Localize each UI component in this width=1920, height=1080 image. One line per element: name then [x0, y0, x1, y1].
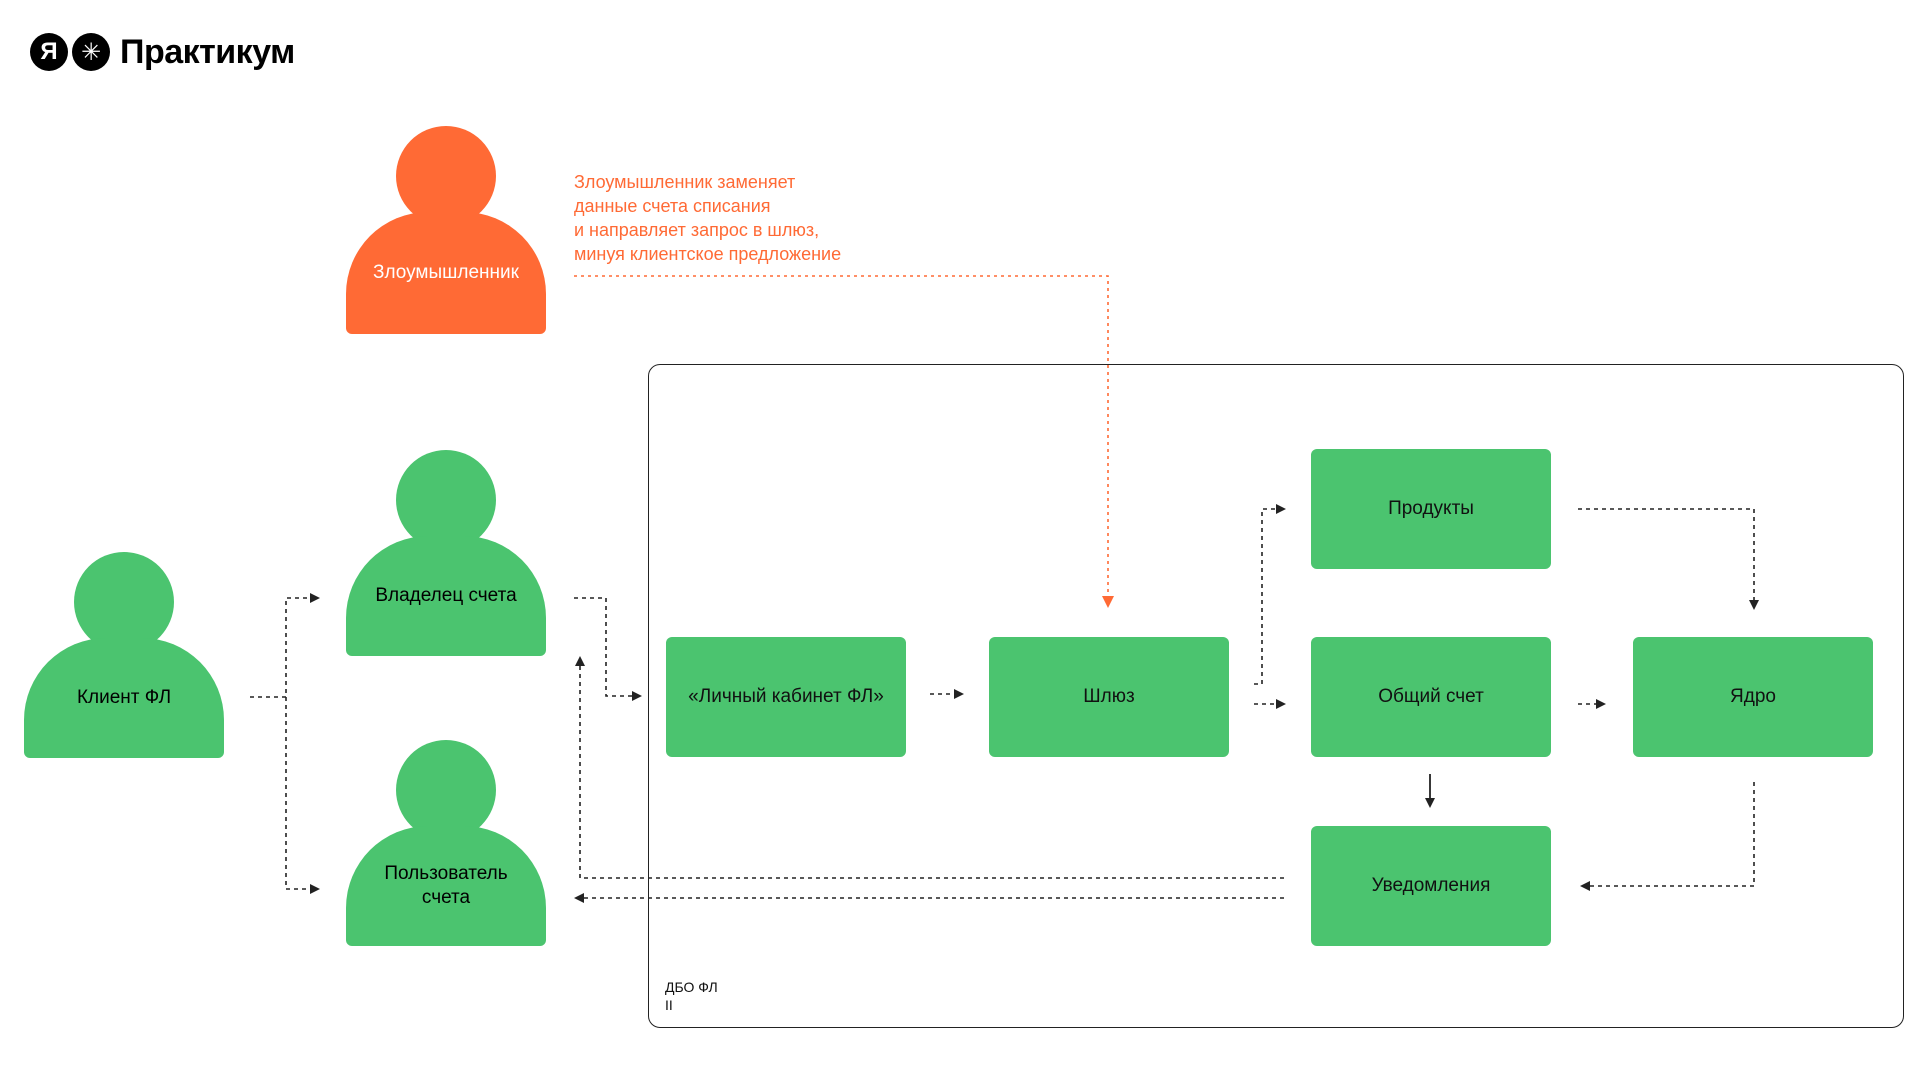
attacker-note: Злоумышленник заменяет данные счета спис… — [574, 170, 841, 266]
logo-snowflake-icon: ✳ — [72, 33, 110, 71]
user-head-icon — [396, 740, 496, 840]
logo-ya-icon: Я — [30, 33, 68, 71]
note-line-2: данные счета списания — [574, 196, 771, 216]
box-notifications: Уведомления — [1311, 826, 1551, 946]
attacker-head-icon — [396, 126, 496, 226]
connector-attacker-gateway — [574, 275, 1114, 608]
connector-notifications-owner — [575, 656, 1284, 879]
connector-products-core — [1578, 508, 1759, 610]
owner-head-icon — [396, 450, 496, 550]
gateway-label: Шлюз — [1083, 686, 1135, 707]
box-products: Продукты — [1311, 449, 1551, 569]
notifications-label: Уведомления — [1371, 875, 1491, 896]
yandex-practicum-logo: Я ✳ Практикум — [30, 30, 295, 74]
connector-client-user — [285, 697, 320, 894]
client-label: Клиент ФЛ — [76, 687, 172, 708]
user-label: Пользователь счета — [384, 863, 508, 908]
client-body: Клиент ФЛ — [24, 638, 224, 758]
box-personal-cabinet: «Личный кабинет ФЛ» — [666, 637, 906, 757]
connector-owner-cabinet — [574, 597, 642, 701]
actor-client: Клиент ФЛ — [24, 552, 224, 758]
common-account-label: Общий счет — [1378, 686, 1484, 707]
dbo-system-boundary — [648, 364, 1904, 1028]
core-label: Ядро — [1730, 686, 1776, 707]
connector-gateway-products — [1254, 504, 1286, 685]
actor-owner: Владелец счета — [346, 450, 546, 656]
box-common-account: Общий счет — [1311, 637, 1551, 757]
personal-cabinet-label: «Личный кабинет ФЛ» — [688, 686, 884, 707]
owner-label: Владелец счета — [375, 585, 517, 606]
system-label: ДБО ФЛ II — [665, 978, 718, 1014]
note-line-3: и направляет запрос в шлюз, — [574, 220, 820, 240]
actor-user: Пользователь счета — [346, 740, 546, 946]
connector-client-split — [250, 593, 320, 698]
system-label-line1: ДБО ФЛ — [665, 979, 718, 995]
actor-attacker: Злоумышленник — [346, 126, 546, 334]
note-line-1: Злоумышленник заменяет — [574, 172, 796, 192]
client-head-icon — [74, 552, 174, 652]
box-gateway: Шлюз — [989, 637, 1229, 757]
logo-text: Практикум — [120, 32, 295, 71]
user-body: Пользователь счета — [346, 826, 546, 946]
attacker-label: Злоумышленник — [373, 262, 519, 283]
products-label: Продукты — [1388, 498, 1474, 519]
connector-core-notifications — [1580, 782, 1755, 891]
box-core: Ядро — [1633, 637, 1873, 757]
attacker-body: Злоумышленник — [346, 212, 546, 334]
note-line-4: минуя клиентское предложение — [574, 244, 842, 264]
owner-body: Владелец счета — [346, 536, 546, 656]
system-label-line2: II — [665, 997, 673, 1013]
